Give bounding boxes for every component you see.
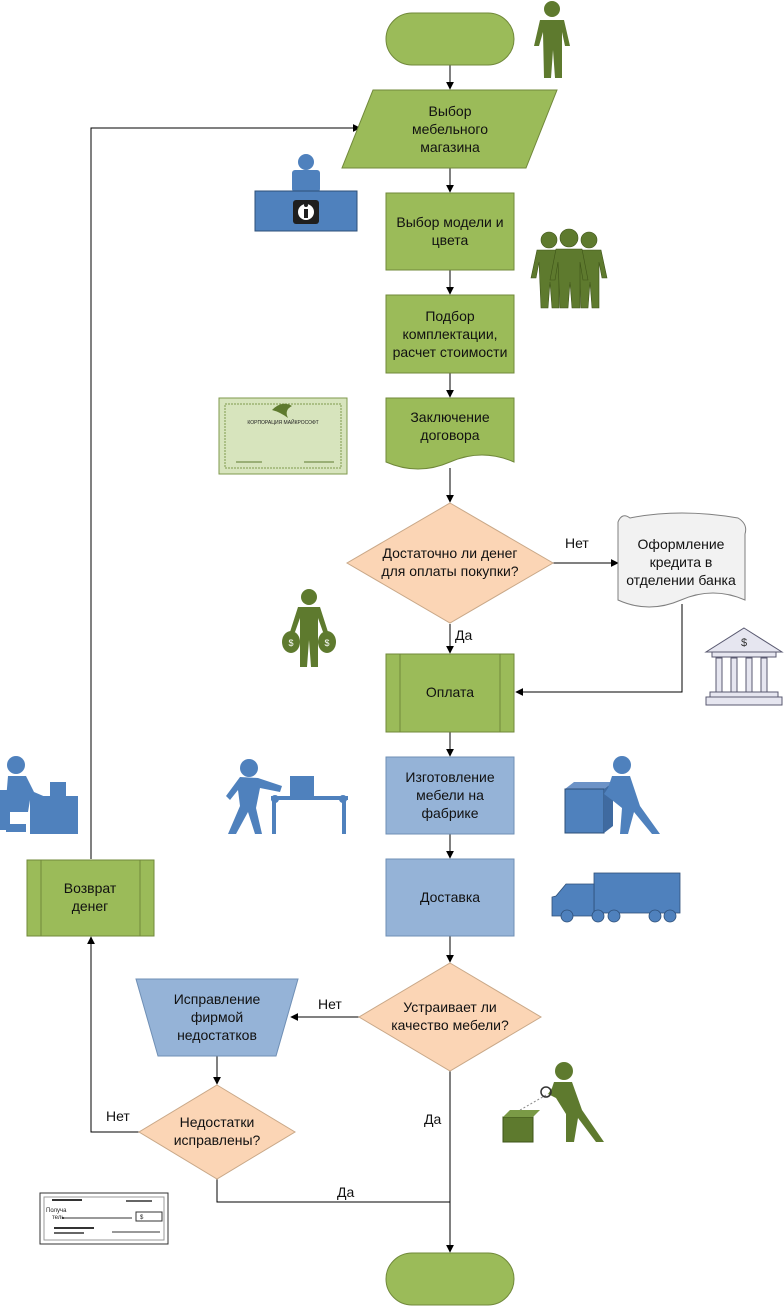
- node-config-line-2: комплектации,: [402, 326, 497, 342]
- end-terminator: [385, 1252, 515, 1306]
- node-refund-line-1: Возврат: [64, 880, 117, 896]
- node-config-line-1: Подбор: [425, 308, 475, 324]
- node-quality-check: Устраивает ли качество мебели?: [358, 962, 542, 1072]
- label-fixed-yes: Да: [337, 1184, 354, 1200]
- cheque-text-1: Получа: [46, 1208, 67, 1214]
- node-refund: Возврат денег: [26, 859, 155, 937]
- money-bags-person-icon: $ $: [282, 589, 336, 667]
- money-bag-left-symbol: $: [288, 638, 293, 648]
- certificate-icon: КОРПОРАЦИЯ МАЙКРОСОФТ: [218, 397, 348, 475]
- node-manufacture: Изготовление мебели на фабрике: [385, 756, 515, 835]
- node-fixed-check-line-1: Недостатки: [180, 1114, 255, 1130]
- node-credit-line-3: отделении банка: [626, 572, 736, 588]
- people-group-icon: [530, 228, 608, 309]
- cheque-icon: Получа тель $: [39, 1192, 169, 1245]
- node-fixed-check: Недостатки исправлены?: [138, 1084, 296, 1180]
- node-contract: Заключение договора: [385, 397, 515, 470]
- node-delivery: Доставка: [385, 858, 515, 937]
- node-money-check-line-2: для оплаты покупки?: [381, 563, 518, 579]
- node-store: Выбор мебельного магазина: [341, 89, 558, 169]
- node-model-line-1: Выбор модели и: [396, 214, 503, 230]
- money-bag-right-symbol: $: [324, 638, 329, 648]
- node-delivery-label: Доставка: [420, 889, 480, 905]
- factory-worker-icon: [226, 759, 348, 834]
- node-fix-line-3: недостатков: [177, 1027, 257, 1043]
- node-config-line-3: расчет стоимости: [393, 344, 508, 360]
- node-fix-line-2: фирмой: [191, 1009, 243, 1025]
- label-quality-no: Нет: [318, 996, 342, 1012]
- node-contract-line-1: Заключение: [410, 409, 490, 425]
- node-credit-line-1: Оформление: [638, 536, 725, 552]
- node-manufacture-line-3: фабрике: [422, 805, 479, 821]
- node-config: Подбор комплектации, расчет стоимости: [385, 294, 515, 374]
- node-money-check-line-1: Достаточно ли денег: [382, 545, 517, 561]
- edge-refund-store: [90, 124, 361, 859]
- node-store-line-1: Выбор: [429, 103, 472, 119]
- person-at-desk-icon: [0, 756, 78, 834]
- edge-fixed-refund: [87, 936, 139, 1133]
- node-contract-line-2: договора: [420, 427, 479, 443]
- start-terminator: [385, 12, 515, 66]
- node-store-line-3: магазина: [420, 139, 480, 155]
- worker-with-box-icon: [564, 756, 660, 834]
- node-manufacture-line-2: мебели на: [416, 787, 484, 803]
- node-refund-line-2: денег: [72, 898, 109, 914]
- node-model: Выбор модели и цвета: [385, 192, 515, 271]
- connectors: [87, 65, 683, 1253]
- node-manufacture-line-1: Изготовление: [405, 769, 494, 785]
- node-payment: Оплата: [385, 653, 515, 733]
- cheque-symbol: $: [140, 1215, 144, 1221]
- node-credit-line-2: кредита в: [650, 554, 713, 570]
- bank-icon: $: [704, 627, 784, 706]
- node-quality-check-line-1: Устраивает ли: [403, 999, 496, 1015]
- info-desk-icon: [254, 154, 358, 232]
- inspector-icon: [502, 1062, 604, 1143]
- certificate-text: КОРПОРАЦИЯ МАЙКРОСОФТ: [247, 418, 318, 426]
- node-model-line-2: цвета: [432, 232, 469, 248]
- bank-symbol: $: [741, 637, 747, 649]
- node-fix-line-1: Исправление: [174, 991, 261, 1007]
- edge-credit-payment: [515, 604, 683, 696]
- label-money-no: Нет: [565, 535, 589, 551]
- cheque-text-2: тель: [52, 1215, 64, 1221]
- node-fix: Исправление фирмой недостатков: [135, 978, 299, 1057]
- truck-icon: [551, 872, 681, 923]
- edge-fixed-end: [216, 1178, 450, 1203]
- customer-icon: [534, 1, 570, 78]
- node-money-check: Достаточно ли денег для оплаты покупки?: [346, 502, 554, 624]
- node-fixed-check-line-2: исправлены?: [174, 1132, 261, 1148]
- label-fixed-no: Нет: [106, 1108, 130, 1124]
- node-quality-check-line-2: качество мебели?: [391, 1017, 509, 1033]
- node-store-line-2: мебельного: [412, 121, 488, 137]
- node-payment-label: Оплата: [426, 684, 474, 700]
- label-money-yes: Да: [455, 627, 472, 643]
- node-credit: Оформление кредита в отделении банка: [617, 512, 747, 608]
- label-quality-yes: Да: [424, 1111, 441, 1127]
